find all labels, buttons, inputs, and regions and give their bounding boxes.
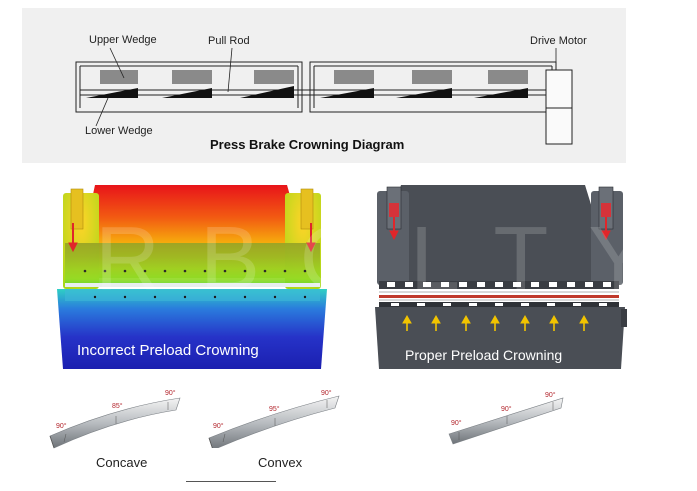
incorrect-crowning-press: Incorrect Preload Crowning [55,183,330,373]
cylinder-force-arrows [389,217,611,241]
crowning-diagram-panel: Upper Wedge Pull Rod Drive Motor Lower W… [22,8,626,163]
convex-angle-center: 95° [269,406,280,413]
convex-die: 90° 95° 90° Convex [203,388,343,473]
upper-tool-clamps [387,282,611,287]
ram-bolts [83,269,307,273]
concave-angle-left: 90° [56,423,67,430]
concave-label: Concave [96,455,148,470]
pull-rod-label: Pull Rod [208,35,250,47]
crowning-mechanism-drawing [75,47,573,145]
incorrect-crowning-caption: Incorrect Preload Crowning [77,342,259,359]
stress-heatmap-press-drawing [57,185,327,369]
downward-force-arrows [68,223,316,253]
watermark: RBQLTY [95,209,689,309]
lower-beam [57,289,327,369]
straight-angle-center: 90° [501,406,512,413]
concave-die-drawing [49,397,181,449]
bed-bolts [93,295,307,299]
lower-wedges [86,86,528,98]
left-wedge-frame [75,61,303,113]
concave-die: 90° 85° 90° Concave [44,390,184,475]
upper-beam [393,185,593,283]
machine-press-drawing [375,185,627,369]
bottom-divider [186,481,276,482]
lower-die-clamps [391,303,607,306]
convex-label: Convex [258,455,303,470]
upward-crowning-arrows [402,314,589,331]
convex-angle-left: 90° [213,423,224,430]
drive-motor-base [545,107,573,145]
straight-die-drawing [448,397,564,445]
straight-angle-left: 90° [451,420,462,427]
upper-wedge-label: Upper Wedge [89,34,157,46]
right-wedge-frame [309,61,557,113]
drive-motor-label: Drive Motor [530,35,587,47]
convex-die-drawing [208,395,340,451]
diagram-title: Press Brake Crowning Diagram [210,137,405,152]
concave-angle-center: 85° [112,403,123,410]
convex-angle-right: 90° [321,390,332,397]
upper-wedges [100,70,528,84]
proper-crowning-press: Proper Preload Crowning [373,183,628,373]
straight-angle-right: 90° [545,392,556,399]
lower-wedge-label: Lower Wedge [85,125,153,137]
straight-die: 90° 90° 90° [445,388,570,448]
concave-angle-right: 90° [165,390,176,397]
proper-crowning-caption: Proper Preload Crowning [405,347,563,363]
